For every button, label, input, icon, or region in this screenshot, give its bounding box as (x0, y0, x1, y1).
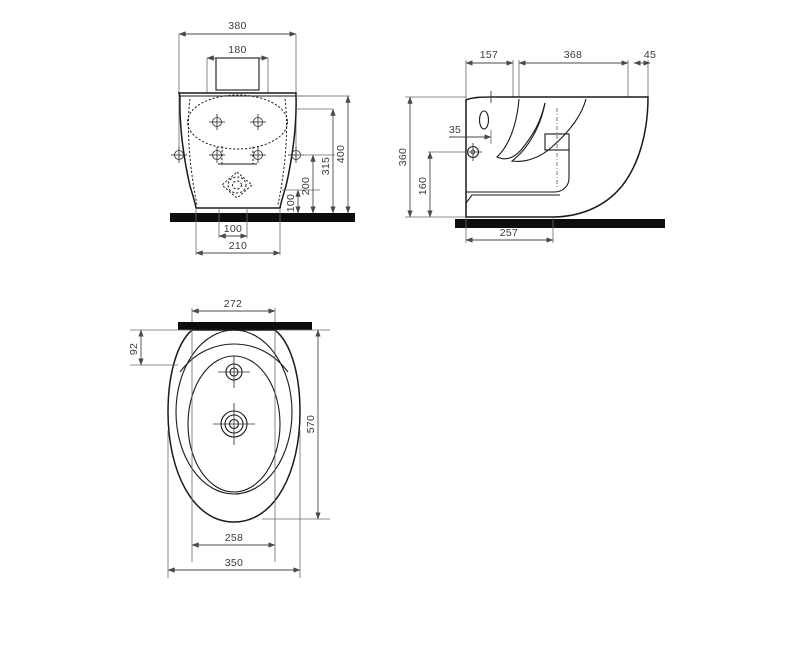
view-top-plan: 272 92 (128, 298, 330, 578)
dimension-label: 380 (228, 20, 246, 32)
dimension-label: 272 (224, 298, 242, 310)
dimension-label: 100 (285, 194, 297, 212)
top-waste-outlet (213, 403, 255, 445)
dimension-side-157: 157 (465, 49, 514, 66)
dimension-label: 157 (480, 49, 498, 61)
dimension-side-360: 360 (397, 96, 413, 218)
dimension-label: 257 (500, 227, 518, 239)
dimension-side-45: 45 (633, 49, 656, 66)
crosshair-icon-left-edge (171, 147, 187, 163)
view-front-elevation: 380 180 (170, 20, 355, 256)
dimension-label: 315 (320, 157, 332, 175)
dimension-top-272: 272 (191, 298, 276, 314)
dimension-label: 200 (300, 177, 312, 195)
crosshair-icon (209, 147, 225, 163)
front-floor-bar (170, 213, 355, 222)
dimension-side-160: 160 (417, 151, 433, 218)
dimension-front-100-vertical: 100 (285, 189, 301, 214)
front-bottom-ext-lines (195, 208, 281, 255)
dimension-label: 45 (644, 49, 656, 61)
dimension-label: 360 (397, 148, 409, 166)
dimension-label: 368 (564, 49, 582, 61)
top-wall-bar (178, 322, 312, 330)
dimension-top-258: 258 (191, 532, 276, 548)
front-extension-lines (178, 34, 297, 160)
crosshair-icon (250, 114, 266, 130)
dimension-side-35: 35 (449, 124, 492, 144)
front-crosshair-markers (171, 114, 304, 163)
dimension-side-368: 368 (518, 49, 629, 66)
side-top-ext-lines (465, 60, 649, 105)
crosshair-icon (209, 114, 225, 130)
dimension-front-100-horizontal: 100 (218, 223, 248, 239)
dimension-label: 400 (335, 145, 347, 163)
dimension-front-315: 315 (296, 108, 336, 214)
dimension-label: 180 (228, 44, 246, 56)
dimension-front-210: 210 (195, 240, 281, 256)
front-bowl-hidden-outline (187, 94, 288, 150)
front-trap-hidden-detail (221, 171, 253, 199)
dimension-side-257: 257 (465, 227, 554, 243)
top-bottom-ext-lines (167, 330, 301, 578)
dimension-label: 35 (449, 124, 461, 136)
dimension-front-380: 380 (178, 20, 297, 37)
front-body-outline (177, 92, 297, 209)
side-base-lip (465, 194, 560, 204)
dimension-top-92: 92 (128, 329, 192, 366)
top-tap-hole (218, 356, 250, 388)
dimension-label: 160 (417, 177, 429, 195)
dimension-label: 350 (225, 557, 243, 569)
dimension-label: 100 (224, 223, 242, 235)
dimension-top-350: 350 (167, 557, 301, 573)
dimension-label: 570 (305, 415, 317, 433)
dimension-top-570: 570 (262, 329, 330, 520)
dimension-front-200: 200 (300, 154, 316, 214)
dimension-front-400: 400 (335, 95, 351, 214)
side-apron (466, 150, 570, 193)
dimension-label: 92 (128, 343, 140, 355)
side-bowl-sweep (510, 98, 587, 162)
top-rim-outline (175, 329, 293, 495)
view-side-elevation: 157 368 45 (397, 49, 665, 243)
dimension-label: 258 (225, 532, 243, 544)
side-tap-crosshair-icon (485, 91, 497, 103)
crosshair-icon (250, 147, 266, 163)
front-top-nib (215, 57, 260, 91)
side-overflow-slot (478, 110, 490, 130)
dimension-front-180: 180 (206, 44, 269, 61)
side-bowl-inner-curve (496, 98, 546, 160)
side-floor-bar (455, 219, 665, 228)
top-shelf-arc (179, 343, 289, 373)
dimension-label: 210 (229, 240, 247, 252)
side-left-ext-lines (405, 96, 473, 218)
